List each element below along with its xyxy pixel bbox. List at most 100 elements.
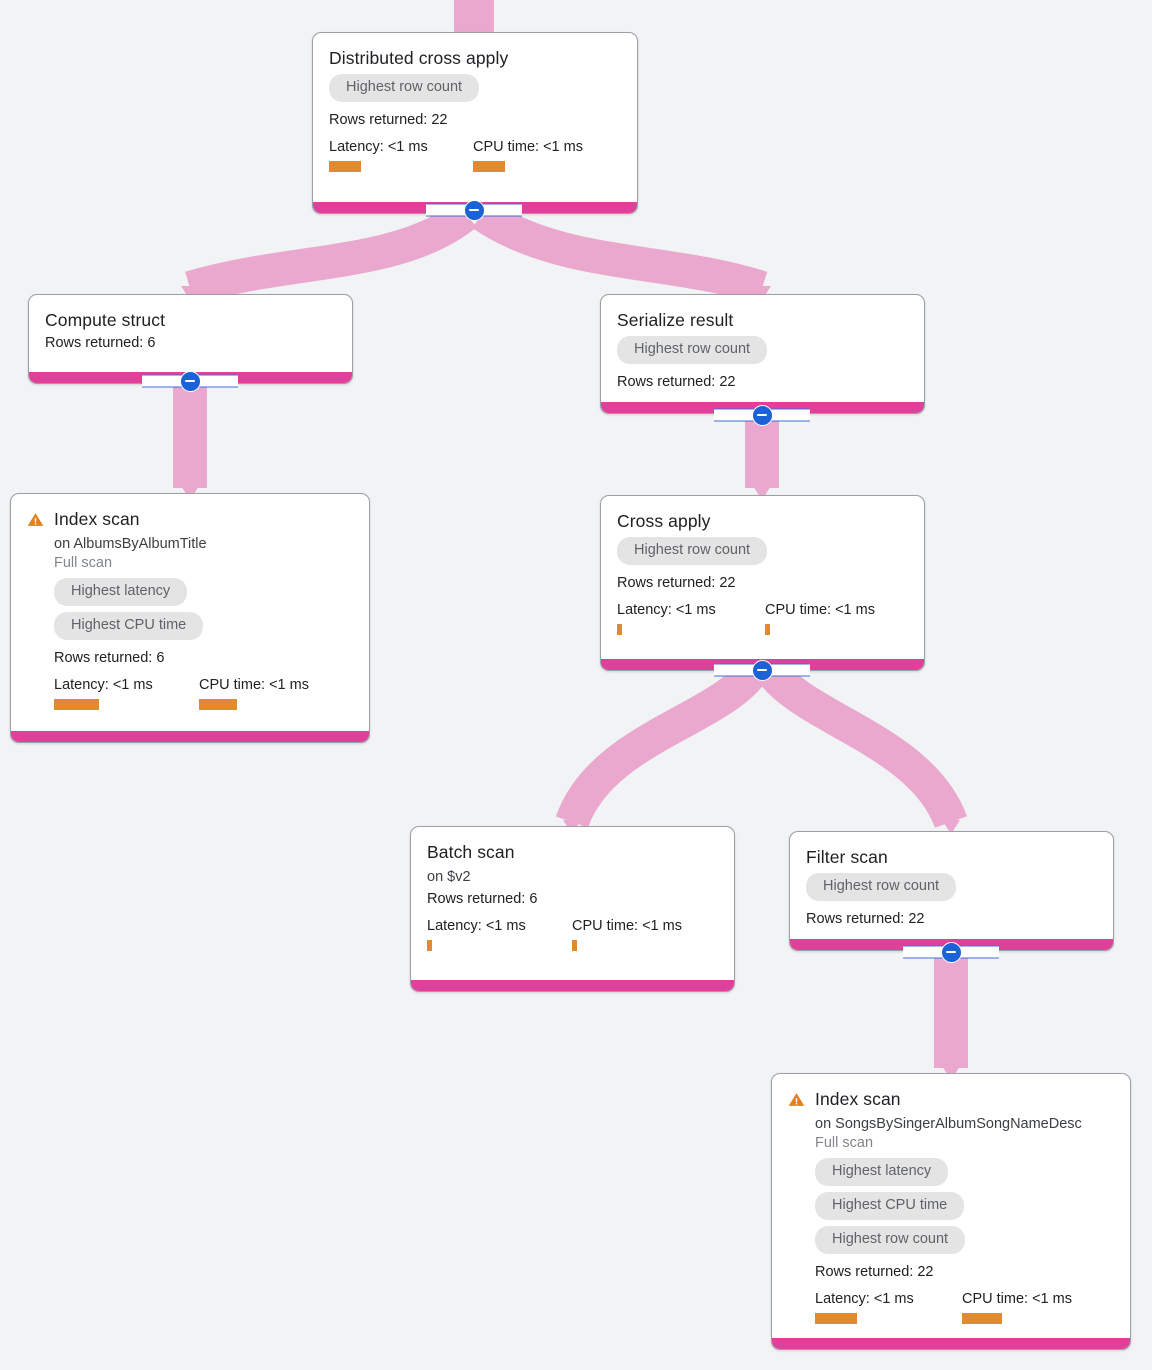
- edge-distributed-cross-apply-to-compute-struct: [185, 200, 477, 305]
- plan-node-batch-scan[interactable]: Batch scan on $v2 Rows returned: 6 Laten…: [410, 826, 735, 992]
- metric-latency: Latency: <1 ms: [427, 917, 572, 951]
- collapse-toggle-distributed-cross-apply[interactable]: [426, 199, 522, 221]
- collapse-toggle-compute-struct[interactable]: [142, 370, 238, 392]
- metric-cpu-time: CPU time: <1 ms: [199, 676, 309, 710]
- edge-cross-apply-to-filter-scan: [758, 660, 967, 829]
- scan-source: on $v2: [427, 869, 471, 885]
- latency-bar: [617, 624, 622, 635]
- rows-returned: Rows returned: 22: [815, 1264, 934, 1280]
- minus-icon[interactable]: [179, 370, 201, 392]
- node-metrics: Latency: <1 ms CPU time: <1 ms: [617, 601, 908, 635]
- plan-node-serialize-result[interactable]: Serialize result Highest row count Rows …: [600, 294, 925, 414]
- warning-icon: [27, 511, 44, 528]
- rows-returned: Rows returned: 22: [806, 911, 925, 927]
- minus-icon[interactable]: [940, 941, 962, 963]
- rows-returned: Rows returned: 22: [617, 575, 736, 591]
- node-title: Serialize result: [617, 310, 734, 330]
- chip-highest-latency: Highest latency: [815, 1158, 949, 1186]
- latency-label: Latency: <1 ms: [815, 1291, 914, 1307]
- metric-latency: Latency: <1 ms: [54, 676, 199, 710]
- scan-type: Full scan: [815, 1135, 874, 1151]
- node-header: Distributed cross apply: [329, 47, 621, 69]
- node-header: Batch scan: [427, 841, 718, 863]
- node-title: Compute struct: [45, 310, 166, 330]
- node-header: Index scan: [27, 508, 353, 530]
- scan-type: Full scan: [54, 555, 113, 571]
- chip-highest-row-count: Highest row count: [815, 1226, 966, 1254]
- latency-label: Latency: <1 ms: [54, 677, 153, 693]
- node-header: Index scan: [788, 1088, 1114, 1110]
- node-header: Compute struct: [45, 309, 336, 331]
- node-chips: Highest row count: [329, 74, 621, 108]
- metric-cpu-time: CPU time: <1 ms: [962, 1290, 1072, 1324]
- cpu-time-bar: [962, 1313, 1002, 1324]
- node-title: Distributed cross apply: [329, 48, 509, 68]
- node-metrics: Latency: <1 ms CPU time: <1 ms: [329, 138, 621, 172]
- chip-highest-row-count: Highest row count: [329, 74, 480, 102]
- node-header: Filter scan: [806, 846, 1097, 868]
- metric-cpu-time: CPU time: <1 ms: [473, 138, 583, 172]
- metric-cpu-time: CPU time: <1 ms: [572, 917, 682, 951]
- cpu-time-label: CPU time: <1 ms: [199, 677, 309, 693]
- plan-node-index-scan-songs[interactable]: Index scan on SongsBySingerAlbumSongName…: [771, 1073, 1131, 1350]
- cpu-time-label: CPU time: <1 ms: [765, 602, 875, 618]
- rows-returned: Rows returned: 6: [45, 335, 156, 351]
- cpu-time-bar: [199, 699, 237, 710]
- edge-cross-apply-to-batch-scan: [555, 661, 766, 829]
- index-name: on AlbumsByAlbumTitle: [54, 536, 207, 552]
- node-title: Index scan: [54, 509, 140, 529]
- plan-node-index-scan-albums[interactable]: Index scan on AlbumsByAlbumTitle Full sc…: [10, 493, 370, 743]
- rows-returned: Rows returned: 6: [427, 891, 538, 907]
- rows-returned: Rows returned: 22: [617, 374, 736, 390]
- latency-bar: [427, 940, 432, 951]
- node-chips: Highest row count: [617, 537, 908, 571]
- node-accent-bar: [411, 980, 734, 991]
- minus-icon[interactable]: [751, 404, 773, 426]
- node-title: Batch scan: [427, 842, 515, 862]
- node-title: Cross apply: [617, 511, 711, 531]
- collapse-toggle-filter-scan[interactable]: [903, 941, 999, 963]
- metric-latency: Latency: <1 ms: [617, 601, 765, 635]
- cpu-time-label: CPU time: <1 ms: [473, 139, 583, 155]
- latency-label: Latency: <1 ms: [617, 602, 716, 618]
- node-chips: Highest row count: [617, 336, 908, 370]
- chip-highest-latency: Highest latency: [54, 578, 188, 606]
- minus-icon[interactable]: [463, 199, 485, 221]
- cpu-time-label: CPU time: <1 ms: [962, 1291, 1072, 1307]
- node-chips: Highest latency Highest CPU time Highest…: [815, 1158, 1114, 1260]
- node-chips: Highest row count: [806, 873, 1097, 907]
- warning-icon: [788, 1091, 805, 1108]
- latency-bar: [54, 699, 99, 710]
- node-accent-bar: [11, 731, 369, 742]
- collapse-toggle-serialize-result[interactable]: [714, 404, 810, 426]
- chip-highest-row-count: Highest row count: [617, 336, 768, 364]
- plan-node-filter-scan[interactable]: Filter scan Highest row count Rows retur…: [789, 831, 1114, 951]
- node-title: Index scan: [815, 1089, 901, 1109]
- node-metrics: Latency: <1 ms CPU time: <1 ms: [54, 676, 353, 710]
- index-name: on SongsBySingerAlbumSongNameDesc: [815, 1116, 1082, 1132]
- node-header: Cross apply: [617, 510, 908, 532]
- chip-highest-row-count: Highest row count: [617, 537, 768, 565]
- node-metrics: Latency: <1 ms CPU time: <1 ms: [427, 917, 718, 951]
- node-chips: Highest latency Highest CPU time: [54, 578, 353, 646]
- chip-highest-cpu-time: Highest CPU time: [815, 1192, 965, 1220]
- plan-node-distributed-cross-apply[interactable]: Distributed cross apply Highest row coun…: [312, 32, 638, 214]
- node-header: Serialize result: [617, 309, 908, 331]
- collapse-toggle-cross-apply[interactable]: [714, 659, 810, 681]
- node-accent-bar: [772, 1338, 1130, 1349]
- edge-distributed-cross-apply-to-serialize-result: [472, 199, 768, 305]
- chip-highest-row-count: Highest row count: [806, 873, 957, 901]
- chip-highest-cpu-time: Highest CPU time: [54, 612, 204, 640]
- node-metrics: Latency: <1 ms CPU time: <1 ms: [815, 1290, 1114, 1324]
- rows-returned: Rows returned: 22: [329, 112, 448, 128]
- cpu-time-bar: [765, 624, 770, 635]
- metric-latency: Latency: <1 ms: [815, 1290, 962, 1324]
- minus-icon[interactable]: [751, 659, 773, 681]
- cpu-time-bar: [473, 161, 505, 172]
- cpu-time-label: CPU time: <1 ms: [572, 918, 682, 934]
- plan-node-cross-apply[interactable]: Cross apply Highest row count Rows retur…: [600, 495, 925, 671]
- cpu-time-bar: [572, 940, 577, 951]
- node-title: Filter scan: [806, 847, 888, 867]
- latency-label: Latency: <1 ms: [427, 918, 526, 934]
